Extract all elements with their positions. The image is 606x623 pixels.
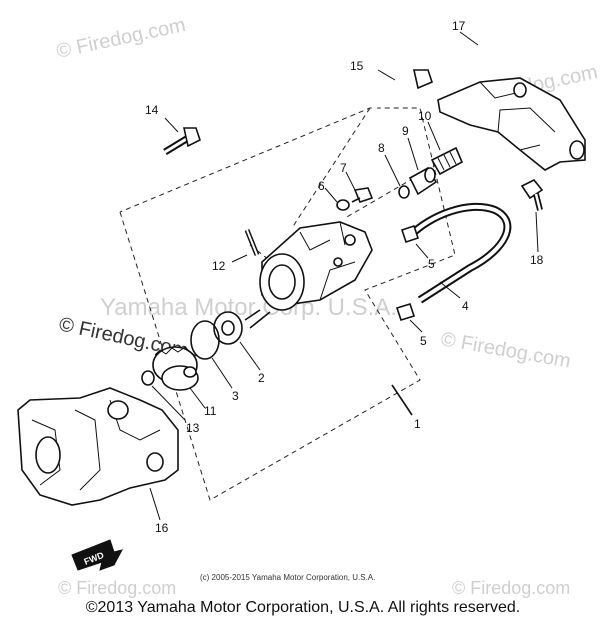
assembly-outline-dashed	[119, 107, 456, 501]
parts-diagram: © Firedog.com © Firedog.com © Firedog.co…	[17, 14, 600, 598]
inner-copyright: (c) 2005-2015 Yamaha Motor Corporation, …	[200, 573, 375, 582]
drive-gear-part-11	[152, 346, 199, 391]
callout-14: 14	[145, 103, 159, 117]
long-bolt-part-15	[374, 69, 433, 110]
leader-dashed-15	[291, 107, 371, 229]
watermark-right-mid: © Firedog.com	[439, 328, 572, 372]
callout-5-lower: 5	[420, 334, 427, 348]
bracket-part-17	[437, 77, 586, 171]
callout-2: 2	[258, 371, 265, 385]
callout-17: 17	[452, 19, 466, 33]
callout-6: 6	[318, 179, 325, 193]
pin-part-12	[244, 229, 260, 256]
watermark-bottom-left: © Firedog.com	[58, 578, 176, 598]
crankcase-cover-part-16	[17, 387, 179, 506]
oil-pump-body	[244, 221, 373, 329]
footer-copyright: ©2013 Yamaha Motor Corporation, U.S.A. A…	[85, 599, 521, 616]
callout-7: 7	[340, 161, 347, 175]
washer-part-6	[336, 199, 350, 211]
callout-13: 13	[186, 421, 200, 435]
watermark-bottom-right: © Firedog.com	[452, 578, 570, 598]
spring-part-10	[430, 146, 464, 176]
oil-seal-part-2	[213, 311, 243, 345]
callout-18: 18	[530, 253, 544, 267]
screw-part-7	[351, 187, 374, 203]
cap-part-9	[408, 166, 438, 196]
forward-direction-arrow: FWD	[71, 539, 123, 571]
bolt-part-18	[520, 178, 544, 211]
callout-16: 16	[155, 521, 169, 535]
callout-15: 15	[350, 59, 364, 73]
callout-11: 11	[204, 404, 217, 418]
washer-part-8	[398, 185, 410, 199]
callout-1: 1	[414, 417, 421, 431]
clip-part-5-lower	[395, 303, 416, 321]
callout-12: 12	[212, 259, 226, 273]
callout-10: 10	[418, 109, 432, 123]
circlip-part-13	[141, 370, 155, 386]
clip-part-5-upper	[400, 224, 420, 244]
hose-part-4	[407, 202, 512, 304]
watermark-top-left: © Firedog.com	[54, 14, 187, 63]
callout-8: 8	[378, 141, 385, 155]
callout-5-upper: 5	[428, 257, 435, 271]
bolt-part-14	[163, 127, 201, 155]
callout-4: 4	[462, 299, 469, 313]
o-ring-part-3	[190, 320, 220, 360]
leader-lines	[149, 31, 539, 521]
callout-3: 3	[232, 389, 239, 403]
callout-9: 9	[402, 124, 409, 138]
